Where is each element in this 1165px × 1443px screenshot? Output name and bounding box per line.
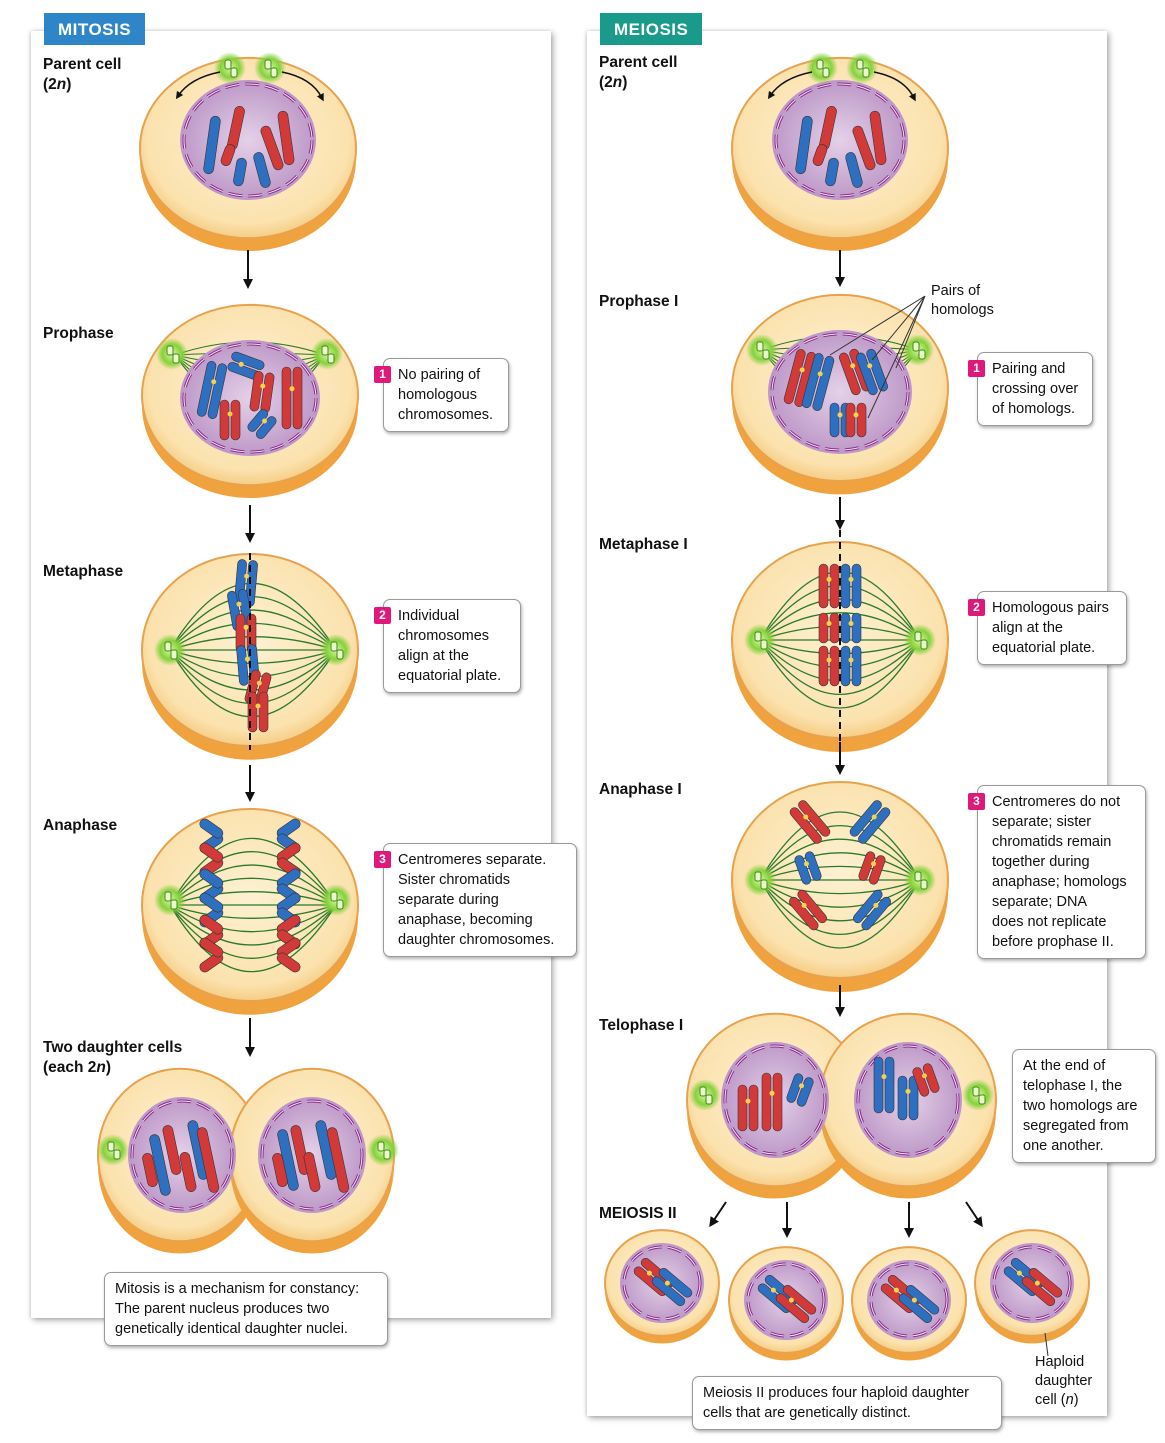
note-line: equatorial plate. [398, 668, 502, 684]
mitosis-tab: MITOSIS [44, 13, 146, 45]
mitosis-daughter-left-ploidy: 2n [172, 1084, 189, 1101]
note-line: Sister chromatids [398, 872, 511, 888]
note-line: daughter chromosomes. [398, 932, 555, 948]
note-line: separate during [398, 892, 499, 908]
note-line: Homologous pairs [992, 600, 1109, 616]
note-line: separate; sister [992, 814, 1092, 830]
note-line: align at the [992, 620, 1063, 636]
haploid-label-1: n [659, 1233, 668, 1250]
mitosis-parent-label: Parent cell (2n) [43, 55, 121, 95]
note-line: chromosomes [398, 628, 490, 644]
meiosis-note-1-number: 1 [968, 360, 985, 377]
meiosis-tab: MEIOSIS [600, 13, 703, 45]
note-line: anaphase; homologs [992, 874, 1127, 890]
mitosis-metaphase-label: Metaphase [43, 563, 124, 580]
meiosis-note-3-number: 3 [968, 793, 985, 810]
summary-line: genetically identical daughter nuclei. [115, 1321, 348, 1337]
haploid-label-3: n [905, 1250, 914, 1267]
mitosis-daughters-ploidy: (each 2n) [43, 1059, 112, 1076]
mitosis-daughter-right-ploidy: 2n [303, 1084, 320, 1101]
mitosis-parent-label-text: Parent cell [43, 56, 122, 73]
mitosis-note-2: 2 Individual chromosomes align at the eq… [374, 599, 521, 693]
note-line: segregated from [1023, 1118, 1129, 1134]
note-line: two homologs are [1023, 1098, 1138, 1114]
mitosis-parent-ploidy: (2n) [43, 76, 72, 93]
caption-line: daughter [1035, 1373, 1093, 1389]
summary-line: The parent nucleus produces two [115, 1301, 330, 1317]
note-line: Centromeres do not [992, 794, 1121, 810]
summary-line: Meiosis II produces four haploid daughte… [703, 1385, 969, 1401]
note-line: one another. [1023, 1138, 1104, 1154]
mitosis-note-2-number: 2 [374, 607, 391, 624]
note-line: crossing over [992, 381, 1079, 397]
mitosis-note-1: 1 No pairing of homologous chromosomes. [374, 358, 509, 432]
note-line: Pairing and [992, 361, 1066, 377]
note-line: telophase I, the [1023, 1078, 1123, 1094]
summary-line: Mitosis is a mechanism for constancy: [115, 1281, 360, 1297]
callout-line: Pairs of [931, 283, 981, 299]
telophase-note: At the end of telophase I, the two homol… [1012, 1049, 1156, 1163]
mitosis-daughters-label: Two daughter cells (each 2n) [43, 1038, 182, 1078]
meiosis-meiosis2-label: MEIOSIS II [599, 1205, 677, 1222]
mitosis-prophase-label: Prophase [43, 325, 114, 342]
meiosis-note-2-number: 2 [968, 599, 985, 616]
meiosis-parent-label-text: Parent cell [599, 54, 678, 71]
note-line: align at the [398, 648, 469, 664]
homolog-pairs-callout: Pairs of homologs [931, 282, 994, 320]
caption-line: Haploid [1035, 1354, 1085, 1370]
meiosis-parent-label: Parent cell (2n) [599, 53, 677, 93]
meiosis-prophase1-label: Prophase I [599, 293, 679, 310]
mitosis-note-1-number: 1 [374, 366, 391, 383]
haploid-caption: Haploid daughter cell (n) [1035, 1353, 1092, 1410]
note-line: chromosomes. [398, 407, 494, 423]
summary-line: cells that are genetically distinct. [703, 1405, 911, 1421]
meiosis-parent-ploidy: (2n) [599, 74, 628, 91]
mitosis-summary: Mitosis is a mechanism for constancy: Th… [104, 1272, 388, 1346]
mitosis-note-3-number: 3 [374, 851, 391, 868]
note-line: separate; DNA [992, 894, 1088, 910]
caption-line: cell (n) [1035, 1392, 1079, 1408]
note-line: chromatids remain [992, 834, 1112, 850]
meiosis-metaphase1-label: Metaphase I [599, 536, 688, 553]
meiosis-anaphase1-label: Anaphase I [599, 781, 682, 798]
note-line: Individual [398, 608, 460, 624]
meiosis-note-3: 3 Centromeres do not separate; sister ch… [968, 785, 1146, 959]
note-line: homologous [398, 387, 477, 403]
meiosis-note-2: 2 Homologous pairs align at the equatori… [968, 591, 1127, 665]
haploid-label-4: n [1028, 1233, 1037, 1250]
haploid-label-2: n [782, 1250, 791, 1267]
mitosis-daughters-text: Two daughter cells [43, 1039, 183, 1056]
note-line: before prophase II. [992, 934, 1114, 950]
mitosis-anaphase-label: Anaphase [43, 817, 118, 834]
note-line: No pairing of [398, 367, 481, 383]
meiosis-note-1: 1 Pairing and crossing over of homologs. [968, 352, 1093, 426]
callout-line: homologs [931, 302, 994, 318]
meiosis-summary: Meiosis II produces four haploid daughte… [692, 1376, 1002, 1430]
note-line: Centromeres separate. [398, 852, 547, 868]
note-line: of homologs. [992, 401, 1076, 417]
mitosis-note-3: 3 Centromeres separate. Sister chromatid… [374, 843, 577, 957]
note-line: does not replicate [992, 914, 1107, 930]
note-line: equatorial plate. [992, 640, 1096, 656]
note-line: At the end of [1023, 1058, 1106, 1074]
note-line: anaphase, becoming [398, 912, 533, 928]
meiosis-telophase1-label: Telophase I [599, 1017, 684, 1034]
note-line: together during [992, 854, 1090, 870]
